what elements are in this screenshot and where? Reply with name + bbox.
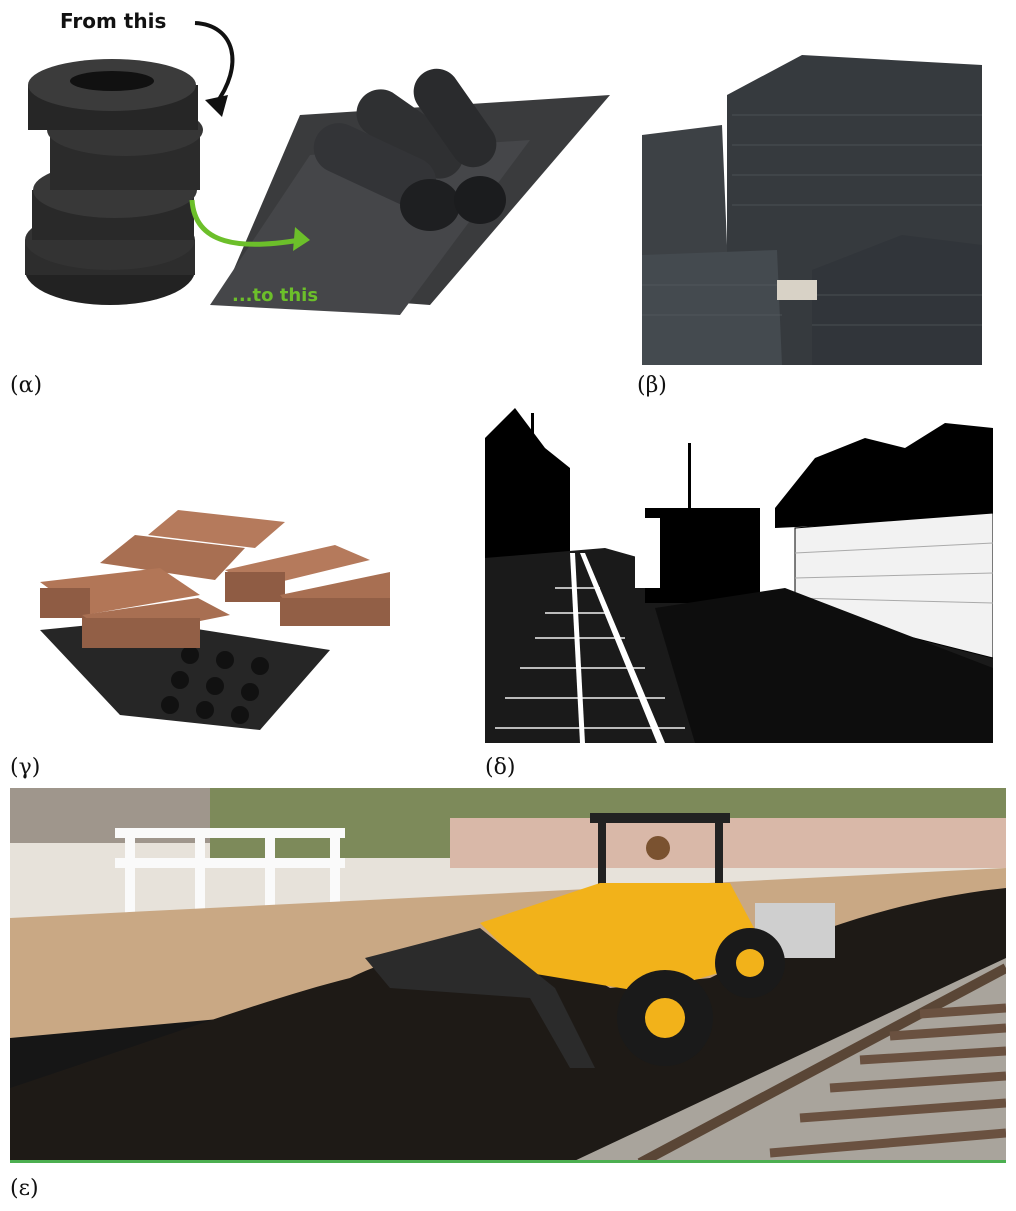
caption-e: (ε): [10, 1176, 39, 1201]
panel-c-pavers-on-grid: [30, 500, 405, 735]
white-fence: [115, 828, 345, 918]
panel-a-illustration: [25, 21, 610, 315]
front-loader: [365, 813, 835, 1068]
panel-d-railway-bw: [485, 408, 993, 743]
rubber-pavers: [40, 510, 390, 648]
rubber-mat-rolls: [313, 68, 506, 231]
panel-a-tires-to-mats: From this ...to this: [10, 5, 630, 345]
tire-stack: [25, 59, 203, 305]
arrow-down-icon: [194, 21, 235, 107]
grid-holes: [161, 646, 269, 724]
panel-e-loader-crumb-rubber: [10, 788, 1006, 1163]
label-to-this: ...to this: [232, 285, 319, 306]
caption-a: (α): [10, 373, 43, 398]
railway-track: [637, 963, 1006, 1163]
rubber-mat-sheet-2: [210, 140, 530, 315]
panel-c-illustration: [40, 510, 390, 730]
panel-e-illustration: [10, 788, 1006, 1163]
caption-d: (δ): [485, 755, 516, 780]
caption-b: (β): [637, 373, 667, 398]
label-from-this: From this: [60, 9, 167, 33]
panel-b-rubber-stacks: [642, 55, 982, 365]
panel-d-illustration: [485, 408, 993, 743]
caption-c: (γ): [10, 755, 41, 780]
panel-b-illustration: [642, 55, 982, 365]
green-arrow-icon: [189, 199, 301, 247]
